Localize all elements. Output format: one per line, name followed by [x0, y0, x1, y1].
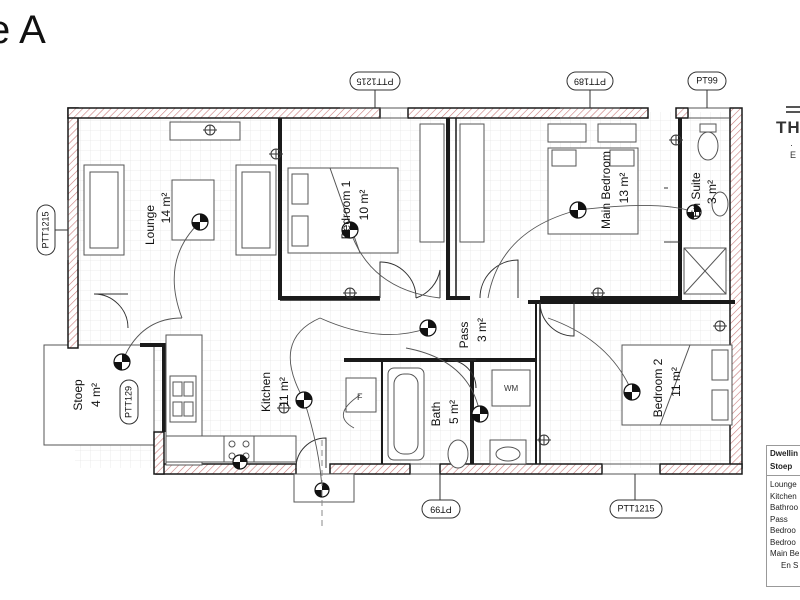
kitchen-area: 11 m² [277, 377, 291, 407]
ensuite-label: En Suite [689, 172, 703, 218]
stoep-area: 4 m² [89, 383, 103, 407]
door-swings [93, 241, 680, 469]
tag-ptt189: PTT189 [574, 77, 606, 87]
logo-bar-top [786, 106, 800, 108]
pass-area: 3 m² [475, 318, 489, 342]
ensuite-fixtures [683, 123, 729, 295]
tag-ptt129: PTT129 [123, 386, 133, 418]
schedule-row: Bathroo [770, 503, 799, 512]
lounge-area: 14 m² [159, 193, 173, 224]
bedroom2-bed [621, 344, 733, 426]
stoep-label: Stoep [71, 379, 85, 411]
fridge-label: F [357, 392, 363, 402]
ensuite-area: 3 m² [705, 180, 719, 204]
tag-ptt1215-bottom: PTT1215 [617, 503, 654, 513]
main-bedroom-bed [547, 123, 639, 235]
area-schedule-table: Dwellin Stoep Lounge Kitchen Bathroo Pas… [766, 445, 800, 587]
washer-label: WM [504, 384, 519, 393]
page-title: e A [0, 8, 46, 52]
lounge-label: Lounge [143, 205, 157, 245]
schedule-row: Kitchen [770, 491, 797, 501]
bath-label: Bath [429, 402, 443, 427]
light-fixtures [113, 201, 702, 498]
schedule-row: Lounge [770, 480, 797, 489]
schedule-row: En S [781, 560, 799, 570]
schedule-row: Main Be [770, 549, 800, 558]
schedule-header-2: Stoep [770, 462, 793, 471]
kitchen-fixtures [165, 334, 377, 466]
lighting-circuits [121, 205, 695, 491]
schedule-row: Pass [770, 514, 788, 524]
lounge-furniture [83, 121, 277, 256]
tag-callouts: PTT1215 PTT189 PT99 PTT1215 PTT129 PT99 … [36, 71, 727, 519]
tag-ptt1215-left: PTT1215 [40, 211, 50, 248]
schedule-rows: Lounge Kitchen Bathroo Pass Bedroo Bedro… [767, 475, 800, 571]
bedroom2-label: Bedroom 2 [651, 358, 665, 417]
pass-label: Pass [457, 322, 471, 349]
logo-bar-bottom [786, 111, 800, 113]
bedroom1-label: Bedroom 1 [339, 180, 353, 239]
schedule-row: Bedroo [770, 526, 796, 535]
tag-pt99-top: PT99 [696, 75, 718, 85]
tag-ptt1215-top: PTT1215 [356, 77, 393, 87]
tag-pt99-bottom: PT99 [430, 505, 452, 515]
schedule-row: Bedroo [770, 537, 796, 547]
bedroom2-area: 11 m² [669, 367, 683, 397]
brand-logo-text: TH [776, 118, 800, 137]
tag-leaders [55, 90, 708, 500]
bedroom1-bed [287, 167, 399, 254]
bedroom1-area: 10 m² [357, 190, 371, 221]
kitchen-label: Kitchen [259, 372, 273, 412]
socket-outlets [203, 124, 727, 446]
main-bedroom-area: 13 m² [617, 173, 631, 204]
interior-walls [140, 118, 735, 464]
room-labels: Lounge 14 m² Bedroom 1 10 m² Main Bedroo… [71, 151, 719, 426]
bath-area: 5 m² [447, 400, 461, 424]
brand-logo-subtext: · E [790, 140, 797, 160]
closets [419, 123, 485, 243]
schedule-header-1: Dwellin [770, 449, 799, 458]
bath-fixtures [387, 367, 531, 469]
main-bedroom-label: Main Bedroom [599, 151, 613, 229]
